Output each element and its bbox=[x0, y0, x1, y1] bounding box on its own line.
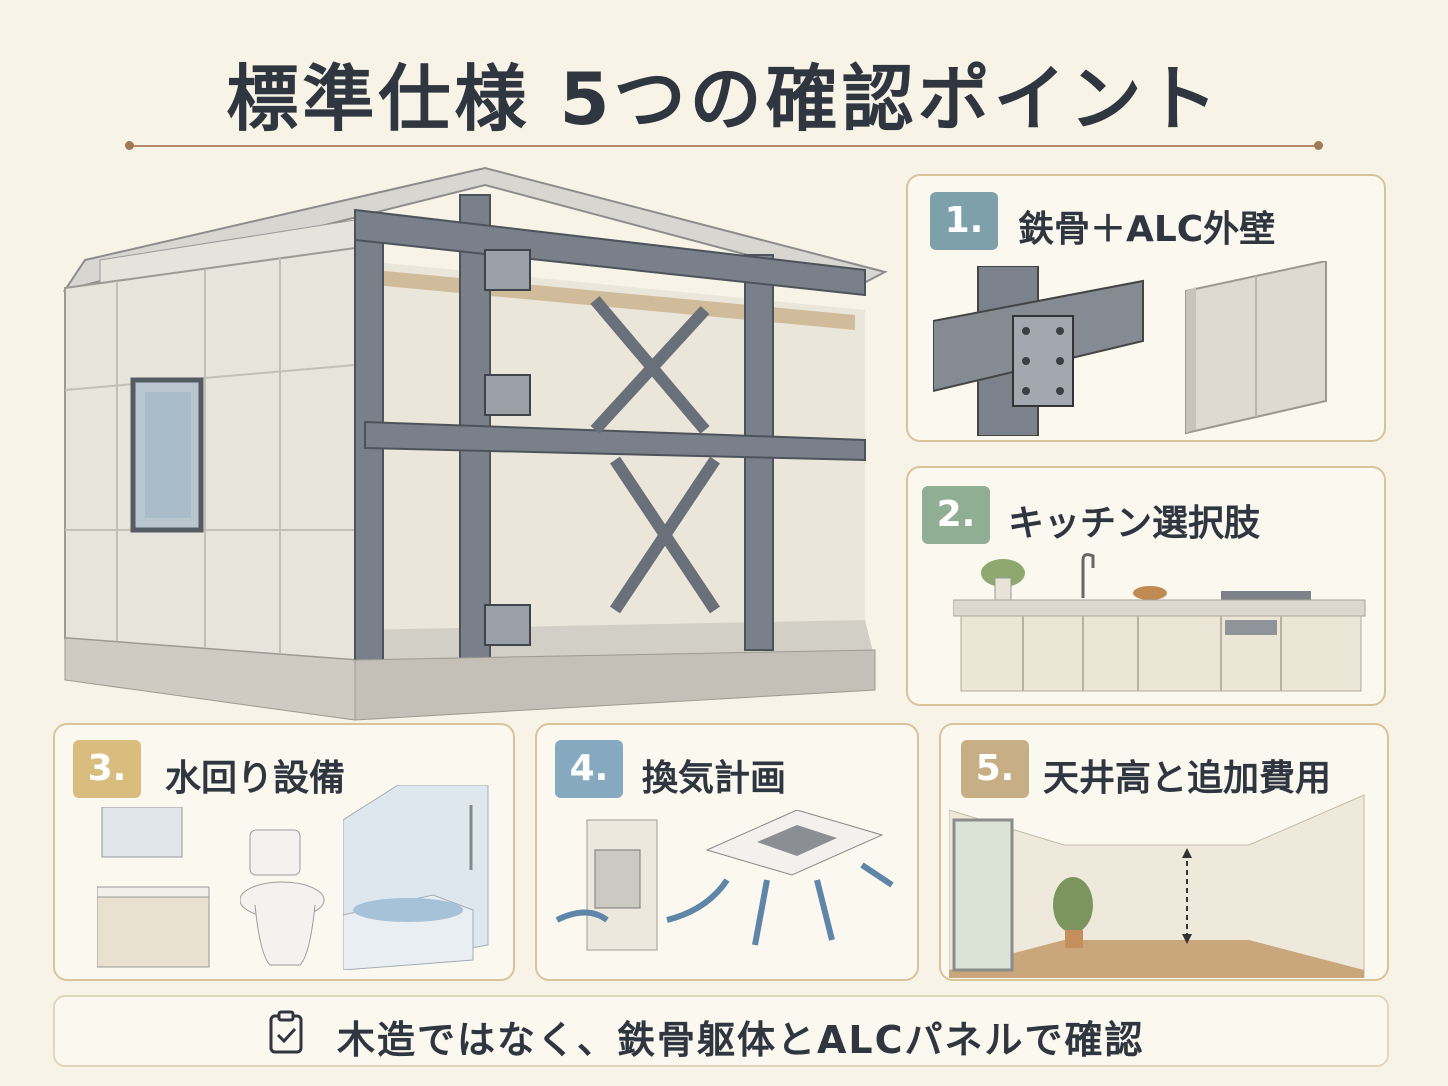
card-title: キッチン選択肢 bbox=[1008, 503, 1261, 544]
alc-panel-illustration bbox=[1185, 261, 1327, 435]
page-title: 標準仕様 5つの確認ポイント bbox=[226, 57, 1222, 141]
divider-dot-right bbox=[1314, 141, 1323, 150]
toilet-illustration bbox=[240, 829, 325, 966]
card-title: 換気計画 bbox=[642, 758, 787, 799]
divider-dot-left bbox=[125, 141, 134, 150]
clipboard-check-icon bbox=[269, 1010, 303, 1054]
card-ventilation: 4. 換気計画 bbox=[535, 723, 919, 981]
title-divider bbox=[130, 145, 1318, 147]
steel-frame-building-illustration bbox=[62, 166, 888, 721]
card-kitchen: 2. キッチン選択肢 bbox=[906, 466, 1386, 706]
vanity-illustration bbox=[97, 807, 210, 968]
footer-note: 木造ではなく、鉄骨躯体とALCパネルで確認 bbox=[53, 995, 1389, 1067]
room-interior-illustration bbox=[949, 794, 1365, 978]
card-number-badge: 5. bbox=[961, 740, 1029, 798]
footer-text: 木造ではなく、鉄骨躯体とALCパネルで確認 bbox=[337, 1018, 1145, 1062]
card-number-badge: 4. bbox=[555, 740, 623, 798]
bathtub-illustration bbox=[343, 785, 489, 970]
card-number-badge: 1. bbox=[930, 192, 998, 250]
card-steel-alc: 1. 鉄骨＋ALC外壁 bbox=[906, 174, 1386, 442]
ventilation-illustration bbox=[555, 810, 894, 951]
card-title: 鉄骨＋ALC外壁 bbox=[1018, 209, 1276, 250]
card-title: 水回り設備 bbox=[165, 758, 346, 799]
card-ceiling-height: 5. 天井高と追加費用 bbox=[939, 723, 1389, 981]
kitchen-illustration bbox=[953, 553, 1366, 692]
card-title: 天井高と追加費用 bbox=[1043, 758, 1332, 799]
card-water-facilities: 3. 水回り設備 bbox=[53, 723, 515, 981]
card-number-badge: 2. bbox=[922, 486, 990, 544]
steel-joint-illustration bbox=[933, 266, 1144, 436]
card-number-badge: 3. bbox=[73, 740, 141, 798]
